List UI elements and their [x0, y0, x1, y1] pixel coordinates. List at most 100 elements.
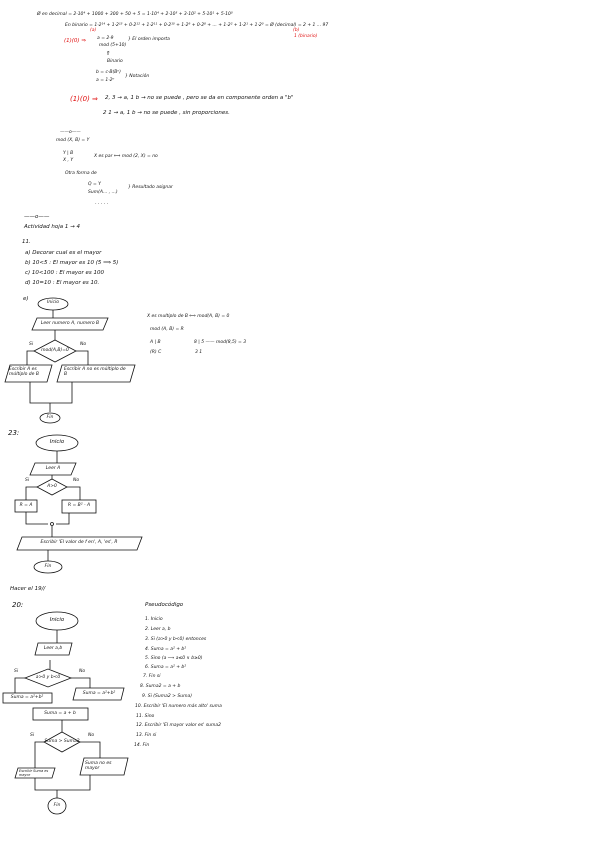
flow1-end-oval [39, 412, 61, 424]
resultado: } Resultado asignar [128, 185, 173, 190]
flow1-output-yes-text: Escribir A es múltiplo de B [9, 367, 39, 377]
flow1-end: Fin [46, 415, 54, 420]
ex23-proc-yes: R = A [19, 503, 33, 508]
ex23-input: Leer A [45, 466, 61, 471]
ex20-decision: a>0 y b<0 [35, 675, 61, 680]
ex20-process-sum [32, 707, 89, 721]
sum-eq: Sum(A... , ...) [88, 190, 118, 195]
activity-item-e: e) [23, 296, 29, 302]
multiple-def: X es multiplo de B ⟺ mod(A, B) = 0 [147, 314, 230, 319]
flow1-decision-diamond [33, 339, 77, 363]
activity-item: b) 10<5 : El mayor es 10 (5 ⟹ 5) [25, 260, 119, 266]
ex20-input: Leer a,b [43, 646, 63, 651]
q2-line2: 2 1 → a, 1 b → no se puede , sin proporc… [103, 110, 230, 116]
ex20-decision-diamond [23, 668, 73, 688]
flow1-output-no-text: Escribir A no es múltiplo de B [64, 367, 126, 377]
activity-item: c) 10<100 : El mayor es 100 [25, 270, 104, 276]
otra-forma: Otra forma de [65, 171, 97, 176]
ex23-label: 23: [8, 429, 20, 437]
ex20-yes2: Si [30, 733, 35, 738]
q1-mod: mod (5+10) [99, 43, 127, 48]
pseudocode-line: 9. Si (Suma2 > Suma) [142, 694, 192, 699]
pseudocode-title: Pseudocódigo [145, 602, 184, 608]
pseudocode-line: 6. Suma = a² + b² [145, 665, 187, 670]
ex20-output-yes-text: Escribir Suma es mayor [19, 769, 49, 777]
ex20-decision2: Suma > Suma2 [44, 739, 80, 744]
pseudocode-line: 5. Sino (a ⟶ a≤0 ∨ b≥0) [145, 656, 203, 661]
decimal-line: Ø en decimal = 2·10⁴ + 1000 + 300 + 50 +… [37, 12, 233, 17]
notacion: } Notación [125, 74, 150, 79]
ex20-no: No [79, 669, 86, 674]
division-1-remainder: (R) C [150, 350, 162, 355]
pseudocode-line: 13. Fin si [136, 733, 157, 738]
ex23-output-parallelogram [16, 536, 143, 551]
activity-title: Actividad hoja 1 → 4 [24, 224, 80, 230]
binary-line: En binario = 1·2¹⁴ + 1·2¹³ + 0·2¹² + 1·2… [65, 23, 329, 28]
ex20-end: Fin [53, 803, 61, 808]
flow1-start: Inicio [47, 300, 59, 305]
ex23-process-no [61, 499, 97, 514]
pseudocode-line: 8. Suma2 = a + b [140, 684, 181, 689]
q1-a: a = 2·9 [97, 36, 114, 41]
q2-line1: 2, 3 → a, 1 b → no se puede , pero se da… [105, 95, 294, 101]
activity-number: 11. [22, 239, 31, 245]
flow1-decision: mod(A,B)=0 [41, 348, 69, 353]
b-line: b = c·B(Bⁿ) [96, 70, 121, 75]
mark-b-note: 1 (binario) [294, 34, 318, 39]
pseudocode-line: 7. Fin si [143, 674, 161, 679]
ex20-output-yes [14, 767, 56, 779]
arrow-up-icon: ⇑ [106, 51, 111, 57]
q-eq: Q = Y [88, 182, 101, 187]
pseudocode-line: 12. Escribir 'El mayor valor es' suma2 [136, 723, 222, 728]
pseudocode-line: 10. Escribir 'El numero más alto' suma [135, 704, 222, 709]
activity-item: d) 10=10 : El mayor es 10. [25, 280, 100, 286]
pseudocode-line: 11. Sino [136, 714, 155, 719]
div-sym2: X , Y [63, 158, 74, 163]
flow1-input: Leer numero A, numero B [40, 321, 100, 326]
activity-item: a) Decorar cual es el mayor [25, 250, 102, 256]
a-line: a = 1·2ⁿ [96, 78, 115, 83]
ex20-process-yes [2, 692, 53, 704]
pseudocode-line: 4. Suma = a² + b² [145, 647, 187, 652]
ex23-decision-diamond [36, 478, 68, 496]
hacer-note: Hacer el 19// [10, 586, 46, 592]
ex23-start: Inicio [49, 439, 65, 445]
ex23-output: Escribir 'El valor de f en', A, 'es', R [40, 540, 118, 545]
ex20-proc-sum: Suma = a + b [44, 711, 76, 716]
ex20-output-no-text: Suma no es mayor [85, 761, 112, 771]
ex20-process-no [72, 687, 125, 701]
par-def: X es par ⟺ mod (2, X) = no [94, 154, 158, 159]
ex23-proc-no: R = B² - A [67, 503, 91, 508]
pseudocode-line: 1. Inicio [145, 617, 163, 622]
division-2: 8 | 5 —— mod(8,5) = 3 [194, 340, 247, 345]
ex20-decision2-diamond [43, 731, 81, 753]
flow1-output-no [56, 364, 136, 383]
mod-def: mod (X, B) = Y [56, 138, 90, 143]
dots: · · · · · [95, 202, 108, 207]
mod-r: mod (A, B) = R [150, 327, 184, 332]
pseudocode-line: 14. Fin [134, 743, 150, 748]
ex23-end: Fin [44, 564, 52, 569]
ex23-no: No [73, 478, 80, 483]
q2-mark: (1)(0) ⇒ [70, 95, 98, 103]
mark-a: (a) [90, 28, 97, 33]
q1-brace: } El orden importa [128, 37, 170, 42]
mark-b: (b) [293, 28, 300, 33]
div-sym: Y | B [63, 151, 74, 156]
ex23-decision: A>0 [47, 484, 57, 489]
ex20-input-parallelogram [34, 642, 73, 656]
ex23-input-parallelogram [29, 462, 77, 476]
binario-label: Binario [107, 59, 123, 64]
ex20-proc-no: Suma = a²+b² [82, 691, 116, 696]
ex20-start: Inicio [49, 617, 65, 623]
flow1-input-parallelogram [31, 317, 109, 331]
divider: ——o—— [60, 130, 81, 135]
pseudocode-line: 3. Si (a>0 y b<0) entonces [145, 637, 207, 642]
ex23-end-oval [33, 560, 63, 574]
flow1-yes: Si [29, 342, 34, 347]
q1-mark: (1)(0) ⇒ [64, 38, 86, 44]
division-1: A | B [150, 340, 161, 345]
activity-divider: ——o—— [24, 214, 50, 220]
